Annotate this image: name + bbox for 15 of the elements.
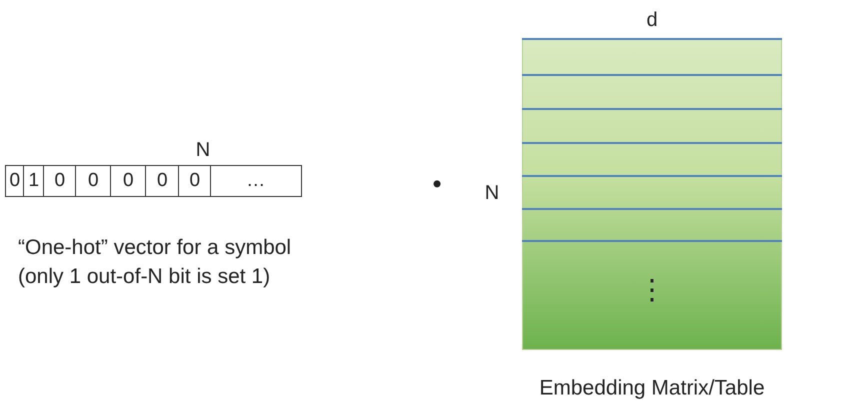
dimension-label: d [646,8,658,32]
vector-cell: 0 [75,165,112,197]
vector-cell: 0 [178,165,212,197]
vector-cell: … [210,165,302,197]
vector-cell: 0 [5,165,24,197]
ellipsis-mark: ⋮ [638,273,666,307]
vector-cell: 0 [110,165,146,197]
dot-product-operator: • [432,168,442,200]
vector-cell: 0 [145,165,180,197]
vector-caption: “One-hot” vector for a symbol (only 1 out-of-N bit is set 1) [18,235,292,290]
matrix-caption: Embedding Matrix/Table [539,375,765,401]
vector-cell: 1 [23,165,44,197]
dimension-label: N [196,138,210,162]
vector-cell: 0 [43,165,76,197]
dimension-label: N [484,181,500,205]
